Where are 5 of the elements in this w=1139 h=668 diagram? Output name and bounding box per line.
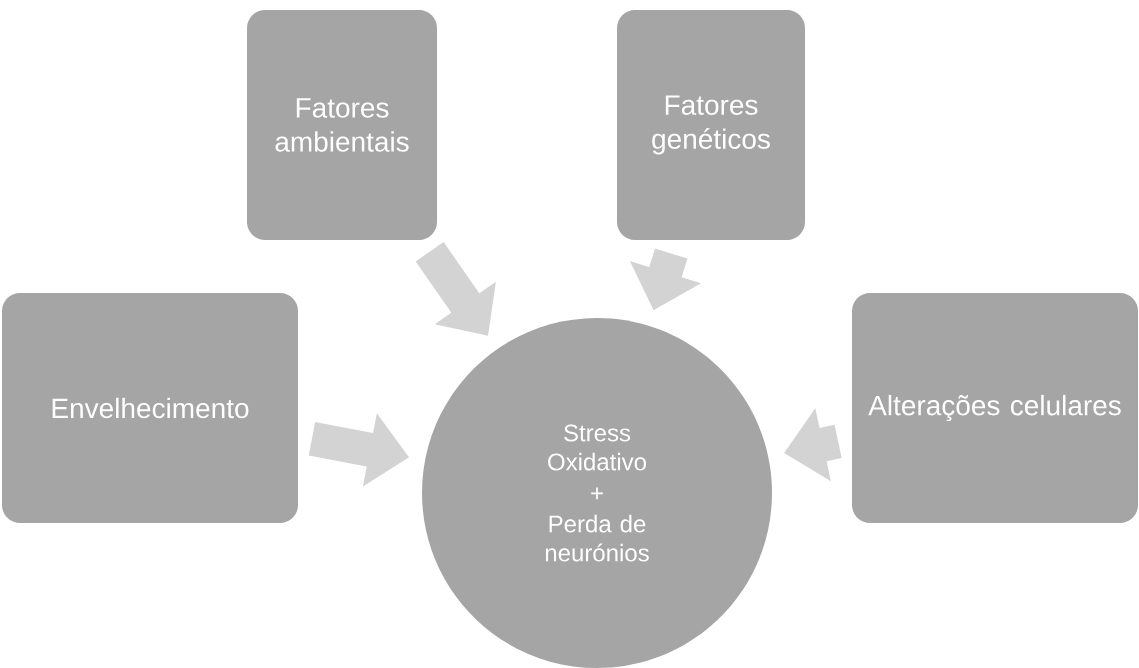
process-box: Envelhecimento [2,293,298,523]
process-box: Alterações celulares [852,293,1138,523]
process-box: Fatores genéticos [617,10,805,240]
process-box: Fatores ambientais [247,10,437,240]
circle-node: Stress Oxidativo + Perda de neurónios [422,318,772,668]
